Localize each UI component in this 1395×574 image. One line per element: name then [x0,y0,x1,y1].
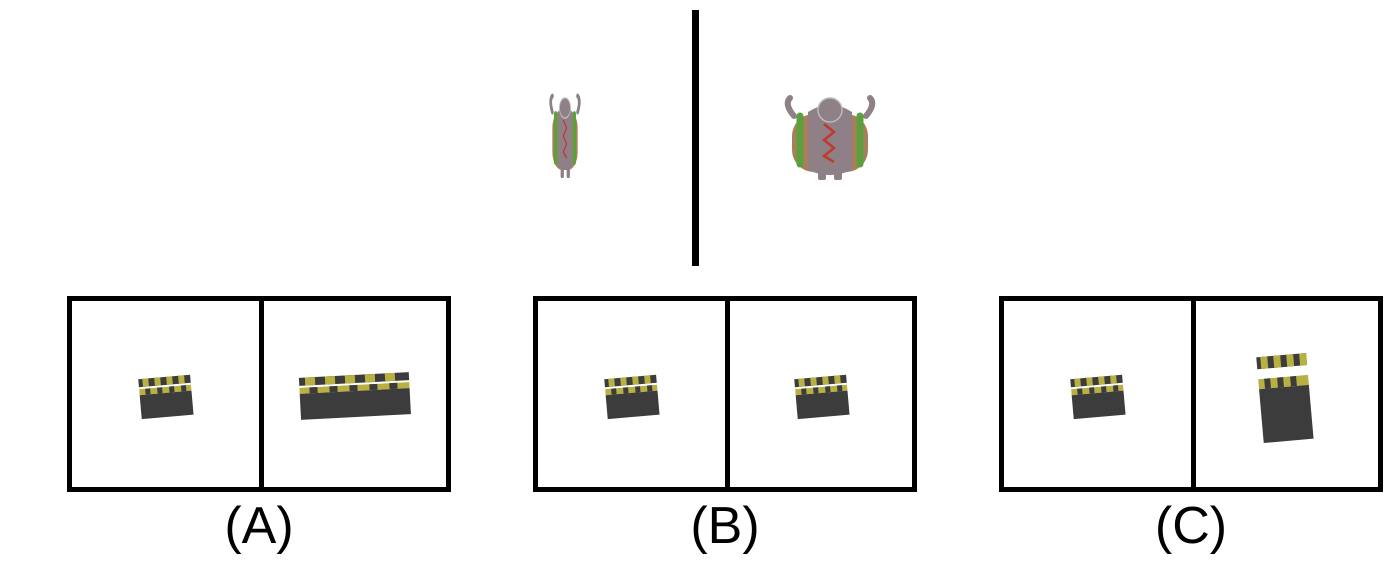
clapperboard-small-icon [604,374,660,420]
option-b-left-cell [538,301,725,487]
hotdog-costume-character-small-icon [549,93,581,178]
hotdog-costume-character-large-icon [784,95,876,180]
prompt-divider [692,10,699,266]
option-b-panel[interactable] [533,296,917,492]
option-a-label: (A) [224,497,294,555]
clapperboard-tall-icon [1256,352,1314,444]
option-b-label: (B) [690,497,760,555]
option-c-left-cell [1004,301,1191,487]
option-b-right-cell [730,301,912,487]
option-a-left-cell [72,301,259,487]
option-a-right-cell [264,301,446,487]
option-a-panel[interactable] [67,296,451,492]
option-c-right-cell [1196,301,1378,487]
clapperboard-wide-icon [298,372,411,420]
option-c-label: (C) [1154,497,1228,555]
option-b-divider [725,301,730,487]
clapperboard-small-icon [1070,374,1126,420]
clapperboard-small-icon [794,374,850,420]
clapperboard-small-icon [138,374,194,420]
option-c-divider [1191,301,1196,487]
option-c-panel[interactable] [999,296,1383,492]
option-a-divider [259,301,264,487]
